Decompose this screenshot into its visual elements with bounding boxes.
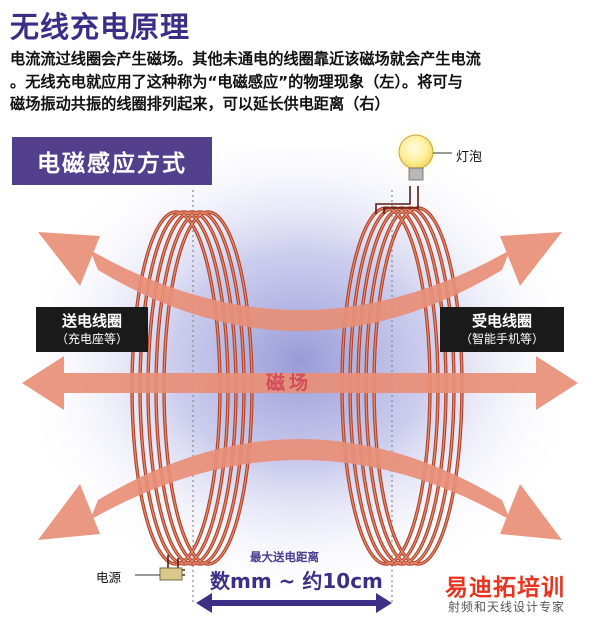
induction-diagram <box>22 118 578 613</box>
description-line: 。无线充电就应用了这种称为“电磁感应”的物理现象（左）。将可与 <box>10 72 463 91</box>
watermark-logo: 易迪拓培训 <box>445 575 565 601</box>
arrowhead-bottom-right <box>500 484 562 540</box>
distance-caption: 最大送电距离 <box>250 550 319 564</box>
field-glow <box>40 150 560 590</box>
transmitter-coil-label: 送电线圈 （充电座等） <box>36 307 148 352</box>
arrowhead-top-right <box>500 232 562 286</box>
magnetic-field-arrows <box>22 232 578 540</box>
method-label: 电磁感应方式 <box>12 137 212 185</box>
description: 电流流过线圈会产生磁场。其他未通电的线圈靠近该磁场就会产生电流 。无线充电就应用… <box>10 48 595 116</box>
power-source-label: 电源 <box>96 570 122 585</box>
receiver-title: 受电线圈 <box>471 312 532 330</box>
field-arrow-middle <box>50 373 552 393</box>
receiver-wires <box>375 186 419 214</box>
magnetic-field-label: 磁场 <box>266 372 313 394</box>
distance-arrowhead-left <box>196 593 212 613</box>
transmitter-title: 送电线圈 <box>61 312 122 330</box>
bulb-base <box>408 167 424 181</box>
watermark-subtitle: 射频和天线设计专家 <box>448 600 566 614</box>
description-line: 电流流过线圈会产生磁场。其他未通电的线圈靠近该磁场就会产生电流 <box>10 50 481 68</box>
distance-arrowhead-right <box>376 593 392 613</box>
arrowhead-top-left <box>38 232 100 286</box>
arrowhead-middle-left <box>22 356 64 410</box>
field-arrow-top <box>90 250 510 331</box>
power-source <box>159 567 183 581</box>
arrowhead-middle-right <box>536 356 578 410</box>
page-title: 无线充电原理 <box>10 10 191 44</box>
transmitter-subtitle: （充电座等） <box>55 332 128 346</box>
light-bulb-icon <box>398 134 434 170</box>
receiver-subtitle: （智能手机等） <box>459 332 544 346</box>
distance-value: 数mm ~ 约10cm <box>210 569 383 593</box>
bulb-label: 灯泡 <box>456 150 483 165</box>
field-arrow-bottom <box>90 439 510 520</box>
arrowhead-bottom-left <box>38 484 100 540</box>
description-line: 磁场振动共振的线圈排列起来，可以延长供电距离（右） <box>10 95 390 113</box>
receiver-coil-label: 受电线圈 （智能手机等） <box>440 307 564 352</box>
